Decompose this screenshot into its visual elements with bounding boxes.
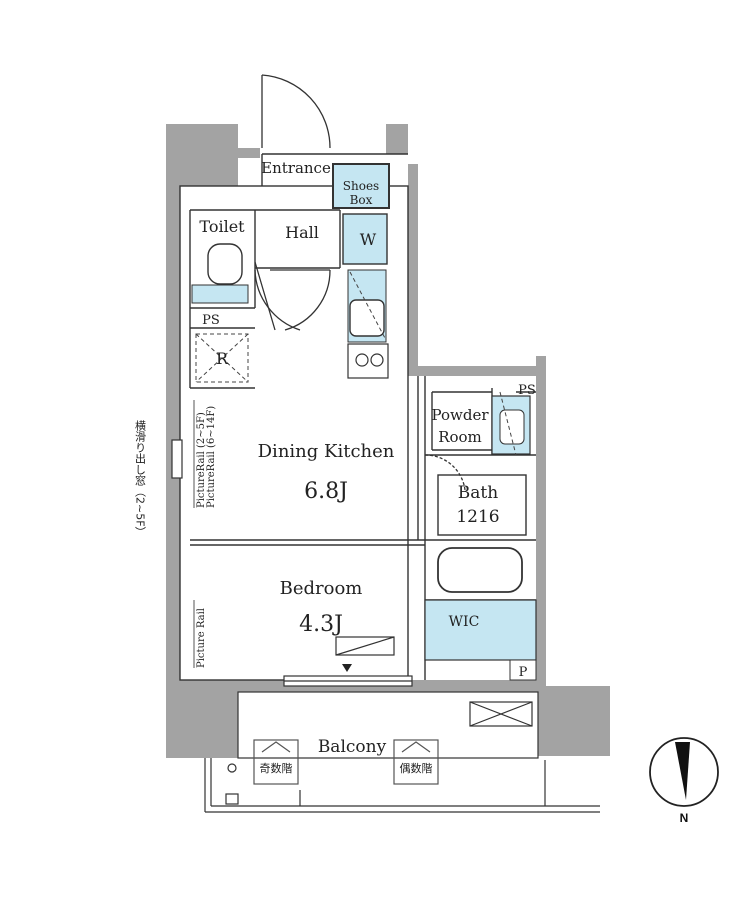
picture-rail-label-2: PictureRail (6~14F) xyxy=(206,406,217,508)
evac-hatch-odd-label: 奇数階 xyxy=(260,761,293,775)
washer-pan xyxy=(342,213,388,265)
bath-room-unit xyxy=(437,474,527,536)
walls xyxy=(166,124,610,758)
toilet-bowl xyxy=(207,243,243,285)
wall-mid-north xyxy=(418,366,546,376)
picture-rail-label-1: PictureRail (2~5F) xyxy=(196,412,207,508)
wall-se-block xyxy=(538,686,610,756)
hall-label: Hall xyxy=(285,223,319,242)
powder-room-label-2: Room xyxy=(438,428,482,446)
wall-entry-left xyxy=(238,148,260,158)
balcony xyxy=(204,691,600,813)
balcony-label: Balcony xyxy=(318,737,387,757)
picture-rail-bedroom-label: Picture Rail xyxy=(196,608,207,668)
labels: Entrance Shoes Box Toilet Hall W PS R Di… xyxy=(134,159,536,775)
windows xyxy=(171,439,413,687)
doors xyxy=(254,74,466,491)
compass-needle-icon xyxy=(675,742,690,800)
bath-size: 1216 xyxy=(456,507,499,527)
toilet-label: Toilet xyxy=(199,217,245,236)
kitchen-sink xyxy=(349,299,385,337)
shoes-box xyxy=(332,163,390,209)
window-note: 横滑り出し窓（2~5F） xyxy=(134,419,147,538)
dining-kitchen-size: 6.8J xyxy=(304,479,348,504)
ps-left-label: PS xyxy=(202,313,220,328)
shoes-box-label-1: Shoes xyxy=(343,179,379,193)
wic-area xyxy=(424,599,537,661)
wall-kitchen-east xyxy=(408,164,418,376)
wall-entry-right xyxy=(386,124,408,154)
refrigerator-label: R xyxy=(216,349,229,368)
wall-sw-block xyxy=(166,692,238,758)
compass: N xyxy=(649,737,719,825)
toilet-tank xyxy=(191,284,249,304)
compass-north-label: N xyxy=(680,811,689,825)
dining-kitchen-label: Dining Kitchen xyxy=(258,441,395,462)
entrance-label: Entrance xyxy=(261,159,331,177)
bathtub xyxy=(437,547,523,593)
evac-hatch-even-label: 偶数階 xyxy=(400,761,433,775)
wic-label: WIC xyxy=(449,614,480,630)
bedroom-label: Bedroom xyxy=(280,578,363,599)
washer-label: W xyxy=(360,230,377,249)
wall-east xyxy=(536,356,546,686)
shoes-box-label-2: Box xyxy=(350,193,373,207)
powder-room-label-1: Powder xyxy=(431,406,489,424)
fixtures xyxy=(191,163,537,681)
bedroom-size: 4.3J xyxy=(299,612,343,637)
pipe-label: P xyxy=(519,665,528,680)
bath-label: Bath xyxy=(458,483,498,503)
wall-west xyxy=(166,124,180,680)
compass-circle xyxy=(649,737,719,807)
ps-right-label: PS xyxy=(518,383,536,398)
wall-nw-block xyxy=(180,124,238,186)
dashed-lines xyxy=(195,271,517,456)
